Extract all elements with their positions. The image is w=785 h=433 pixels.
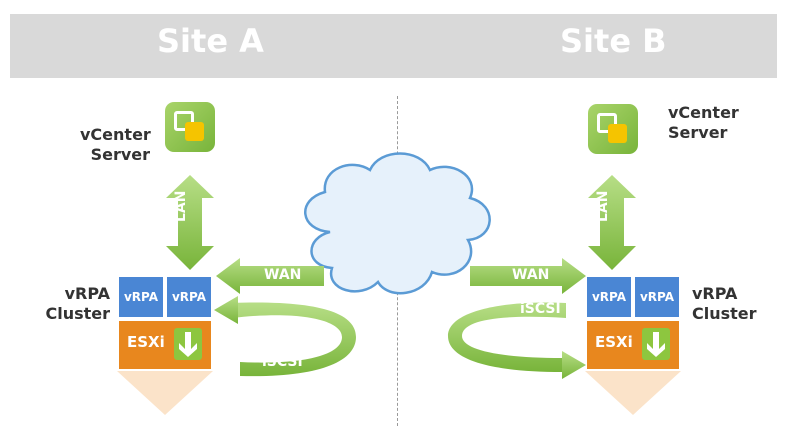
site-a-vcenter-logo-icon (165, 102, 215, 152)
site-b-cluster-line2: Cluster (692, 304, 757, 323)
site-a-lan-label: LAN (173, 190, 189, 222)
site-b-iscsi-label: iSCSI (520, 301, 561, 317)
site-a-vrpa-cluster-label: vRPA Cluster (40, 284, 110, 324)
site-a-wan-arrow (216, 258, 324, 294)
site-b-esxi-label: ESXi (595, 333, 633, 351)
site-a-iscsi-label: iSCSI (262, 354, 303, 370)
site-a-iscsi-loop (214, 296, 356, 377)
site-b-storage-arrow-icon (642, 328, 670, 360)
site-a-vrpa-node-1: vRPA (119, 277, 163, 317)
header-banner (10, 14, 777, 78)
site-b-wan-arrow (470, 258, 586, 294)
site-b-cluster-line1: vRPA (692, 284, 738, 303)
site-b-vrpa-node-2: vRPA (635, 277, 679, 317)
site-b-vcenter-line2: Server (668, 123, 728, 142)
site-a-esxi-label: ESXi (127, 333, 165, 351)
site-a-vcenter-label: vCenter Server (80, 125, 151, 165)
site-a-vcenter-line1: vCenter (80, 125, 151, 144)
site-b-esxi-host: ESXi (587, 321, 679, 369)
site-b-lan-label: LAN (595, 190, 611, 222)
site-a-storage-arrow-icon (174, 328, 202, 360)
site-b-iscsi-loop (448, 302, 586, 379)
site-b-title: Site B (560, 22, 667, 60)
site-b-vcenter-logo-icon (588, 104, 638, 154)
wan-cloud (304, 152, 491, 295)
site-b-vrpa-cluster-label: vRPA Cluster (692, 284, 772, 324)
site-a-cluster-line2: Cluster (45, 304, 110, 323)
site-b-storage-triangle (585, 371, 681, 415)
site-b-vrpa-node-1: vRPA (587, 277, 631, 317)
site-b-vcenter-line1: vCenter (668, 103, 739, 122)
site-a-vcenter-line2: Server (90, 145, 150, 164)
site-a-wan-label: WAN (264, 267, 302, 283)
site-a-cluster-line1: vRPA (64, 284, 110, 303)
site-a-lan-arrow (166, 175, 214, 270)
site-a-esxi-host: ESXi (119, 321, 211, 369)
site-a-title: Site A (157, 22, 264, 60)
site-b-lan-arrow (588, 175, 636, 270)
site-a-storage-triangle (117, 371, 213, 415)
site-b-vcenter-label: vCenter Server (668, 103, 748, 143)
site-b-wan-label: WAN (512, 267, 550, 283)
site-a-vrpa-node-2: vRPA (167, 277, 211, 317)
